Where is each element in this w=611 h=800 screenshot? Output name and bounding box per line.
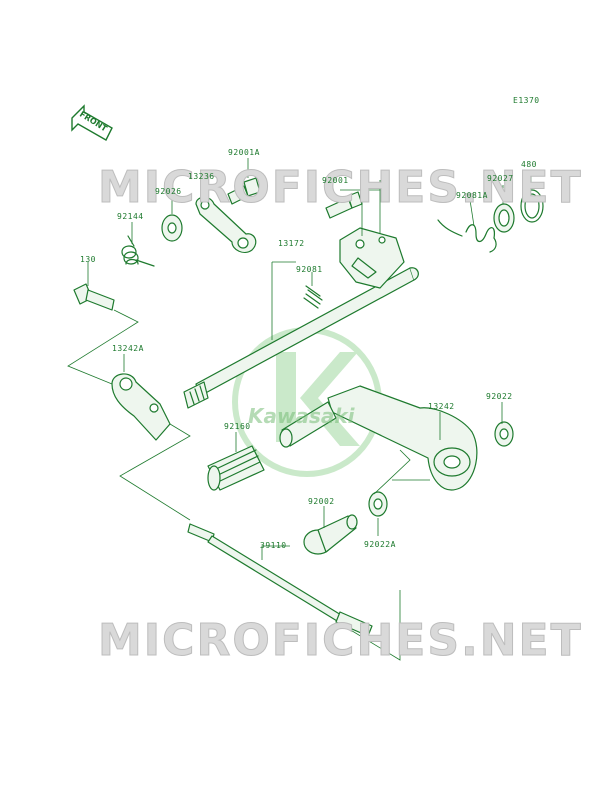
part-92001-bolt	[325, 191, 363, 219]
label-92144: 92144	[117, 212, 144, 221]
part-92022A-washer	[368, 491, 388, 517]
kawasaki-logo-text: Kawasaki	[248, 404, 355, 428]
part-92160-rubber	[207, 445, 265, 491]
part-13242-pedal	[279, 385, 478, 491]
label-92081: 92081	[296, 265, 323, 274]
label-92022: 92022	[486, 392, 513, 401]
label-13236: 13236	[188, 172, 215, 181]
label-92027: 92027	[487, 174, 514, 183]
part-480-circlip	[520, 189, 544, 223]
label-13172: 13172	[278, 239, 305, 248]
part-13236-lever	[195, 196, 257, 254]
label-480: 480	[521, 160, 537, 169]
part-92144-spring	[121, 235, 155, 267]
part-92081A-spring	[437, 219, 497, 253]
label-39110: 39110	[260, 541, 287, 550]
watermark-bottom: MICROFICHES.NET	[98, 615, 583, 667]
label-13242A: 13242A	[112, 344, 144, 353]
part-92022-washer	[494, 421, 514, 447]
part-92002-bolt	[303, 514, 358, 555]
label-92081A: 92081A	[456, 191, 488, 200]
part-39110-rod	[187, 523, 373, 637]
label-92160: 92160	[224, 422, 251, 431]
front-arrow-icon	[71, 104, 113, 141]
part-130-bolt	[73, 283, 115, 311]
label-92001: 92001	[322, 176, 349, 185]
shift-shaft	[183, 227, 419, 409]
leader-lines	[67, 158, 532, 661]
part-92027-collar	[493, 203, 515, 233]
label-92026: 92026	[155, 187, 182, 196]
label-130: 130	[80, 255, 96, 264]
part-13242A-lever	[111, 373, 171, 441]
label-13242: 13242	[428, 402, 455, 411]
part-92001A-bolt	[227, 177, 261, 205]
watermark-top: MICROFICHES.NET	[98, 162, 583, 214]
part-92026-washer	[161, 214, 183, 242]
label-92001A: 92001A	[228, 148, 260, 157]
label-92002: 92002	[308, 497, 335, 506]
diagram-code: E1370	[513, 96, 540, 105]
label-92022A: 92022A	[364, 540, 396, 549]
part-92081-spring	[303, 285, 323, 309]
